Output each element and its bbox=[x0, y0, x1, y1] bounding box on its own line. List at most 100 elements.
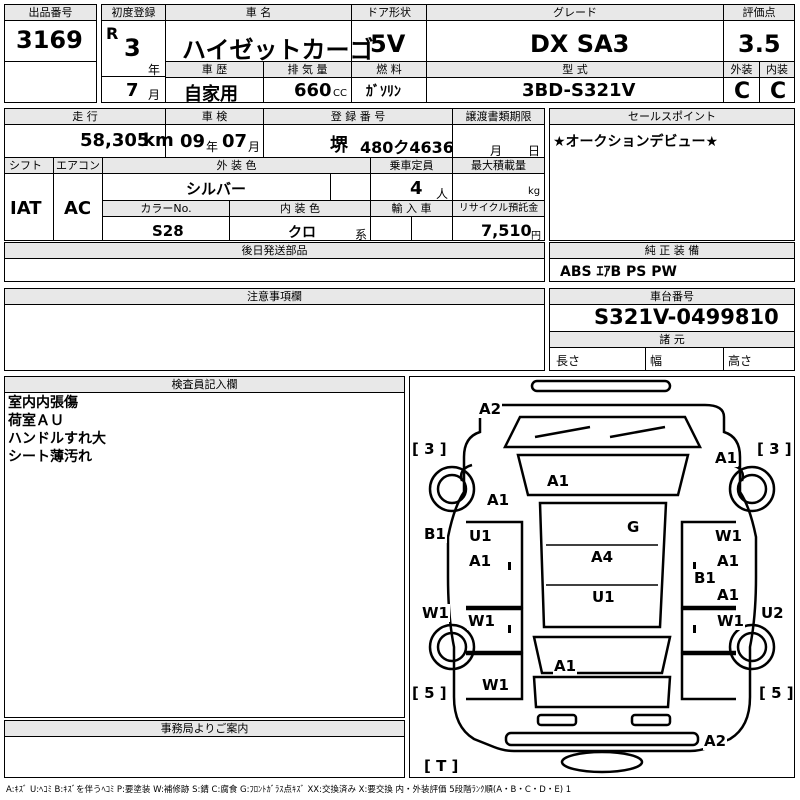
aircon-label: エアコン bbox=[54, 158, 102, 174]
lot-number-box bbox=[4, 4, 97, 103]
vehicle-info-box bbox=[101, 4, 795, 103]
cc-unit: CC bbox=[333, 88, 347, 99]
note-2: 荷室ＡＵ bbox=[8, 413, 64, 429]
color-no: S28 bbox=[152, 222, 184, 240]
grade-label: グレード bbox=[427, 5, 723, 21]
reg-year: 3 bbox=[124, 34, 141, 62]
damage-mark: B1 bbox=[693, 569, 717, 587]
lot-number: 3169 bbox=[16, 26, 83, 54]
recycle-label: リサイクル預託金 bbox=[453, 201, 544, 217]
chassis-label: 車台番号 bbox=[550, 289, 794, 305]
damage-mark: A1 bbox=[486, 491, 511, 509]
tire-rear-left: [ 5 ] bbox=[412, 684, 447, 702]
damage-mark: B1 bbox=[423, 525, 447, 543]
body-color: シルバー bbox=[186, 180, 247, 198]
note-4: シート薄汚れ bbox=[8, 449, 92, 465]
damage-mark: A1 bbox=[716, 586, 741, 604]
load-unit: kg bbox=[528, 186, 541, 197]
load-label: 最大積載量 bbox=[453, 158, 544, 174]
damage-mark: A1 bbox=[716, 552, 741, 570]
legend: A:ｷｽﾞ U:ﾍｺﾐ B:ｷｽﾞを伴うﾍｺﾐ P:要塗装 W:補修跡 S:錆 … bbox=[6, 785, 572, 795]
chassis-number: S321V-0499810 bbox=[594, 305, 779, 329]
damage-mark: W1 bbox=[481, 676, 510, 694]
capacity-label: 乗車定員 bbox=[371, 158, 452, 174]
chassis-box bbox=[549, 288, 795, 371]
grade: DX SA3 bbox=[530, 30, 630, 58]
damage-diagram-box bbox=[409, 376, 795, 778]
exterior-score: C bbox=[734, 79, 751, 104]
interior-score: C bbox=[770, 79, 787, 104]
sales-point-text: ★オークションデビュー★ bbox=[553, 134, 719, 150]
damage-mark: W1 bbox=[421, 604, 450, 622]
displacement: 660 bbox=[294, 80, 332, 101]
damage-mark: A1 bbox=[714, 449, 739, 467]
recycle-fee: 7,510 bbox=[481, 221, 532, 240]
office-label: 事務局よりご案内 bbox=[5, 721, 404, 737]
sales-point-box bbox=[549, 108, 795, 241]
damage-mark: A1 bbox=[546, 472, 571, 490]
fuel: ｶﾞｿﾘﾝ bbox=[366, 84, 401, 100]
insp-month-unit: 月 bbox=[248, 140, 261, 154]
tire-front-right: [ 3 ] bbox=[757, 440, 792, 458]
damage-mark: A1 bbox=[468, 552, 493, 570]
inspection-year: 09 bbox=[180, 131, 206, 152]
era: R bbox=[106, 24, 119, 43]
genuine-equipment: ABS ｴｱB PS PW bbox=[560, 264, 677, 280]
sales-point-label: セールスポイント bbox=[550, 109, 794, 125]
damage-mark: U1 bbox=[468, 527, 493, 545]
damage-mark: W1 bbox=[467, 612, 496, 630]
damage-mark: A2 bbox=[703, 732, 728, 750]
color-label: 外 装 色 bbox=[103, 158, 370, 174]
model: 3BD-S321V bbox=[522, 80, 636, 101]
damage-mark: A1 bbox=[553, 657, 578, 675]
plate-area: 堺 bbox=[330, 135, 348, 156]
genuine-equipment-label: 純 正 装 備 bbox=[550, 243, 794, 259]
transfer-day: 日 bbox=[528, 144, 541, 158]
registration-label: 登 録 番 号 bbox=[264, 109, 452, 125]
door-label: ドア形状 bbox=[352, 5, 426, 21]
later-parts-label: 後日発送部品 bbox=[5, 243, 544, 259]
insp-year-unit: 年 bbox=[206, 140, 219, 154]
model-label: 型 式 bbox=[427, 62, 723, 78]
fuel-label: 燃 料 bbox=[352, 62, 426, 78]
mileage-label: 走 行 bbox=[5, 109, 165, 125]
first-reg-label: 初度登録 bbox=[102, 5, 165, 21]
tire-rear-right: [ 5 ] bbox=[759, 684, 794, 702]
damage-mark: U1 bbox=[591, 588, 616, 606]
damage-mark: W1 bbox=[716, 612, 745, 630]
damage-mark: W1 bbox=[714, 527, 743, 545]
car-name-label: 車 名 bbox=[166, 5, 351, 21]
plate-number: 480ク4636 bbox=[360, 138, 454, 157]
office-box bbox=[4, 720, 405, 778]
note-3: ハンドルすれ大 bbox=[8, 431, 106, 447]
inspector-box bbox=[4, 376, 405, 718]
yen-unit: 円 bbox=[531, 231, 541, 242]
caution-box bbox=[4, 288, 545, 371]
specs-label: 諸 元 bbox=[550, 332, 794, 348]
width-label: 幅 bbox=[650, 354, 663, 368]
history: 自家用 bbox=[184, 84, 238, 105]
month-unit: 月 bbox=[148, 88, 161, 102]
score-label: 評価点 bbox=[724, 5, 794, 21]
car-name: ハイゼットカーゴ bbox=[182, 36, 374, 64]
spare-tire: [ T ] bbox=[424, 757, 459, 775]
int-color-label: 内 装 色 bbox=[230, 201, 370, 217]
transfer-label: 譲渡書類期限 bbox=[453, 109, 544, 125]
aircon: AC bbox=[64, 198, 92, 219]
car-outline-diagram bbox=[428, 379, 776, 774]
later-parts-box bbox=[4, 242, 545, 282]
transfer-month: 月 bbox=[490, 144, 503, 158]
height-label: 高さ bbox=[728, 354, 753, 368]
inspection-month: 07 bbox=[222, 131, 248, 152]
reg-month: 7 bbox=[126, 80, 139, 101]
inspection-label: 車 検 bbox=[166, 109, 263, 125]
import-label: 輸 入 車 bbox=[371, 201, 452, 217]
damage-mark: A2 bbox=[478, 400, 503, 418]
note-1: 室内内張傷 bbox=[8, 395, 78, 411]
capacity: 4 bbox=[410, 178, 423, 199]
door: 5V bbox=[370, 30, 406, 58]
capacity-unit: 人 bbox=[436, 187, 449, 201]
lot-number-label: 出品番号 bbox=[5, 5, 96, 21]
displacement-label: 排 気 量 bbox=[264, 62, 351, 78]
damage-mark: U2 bbox=[760, 604, 785, 622]
